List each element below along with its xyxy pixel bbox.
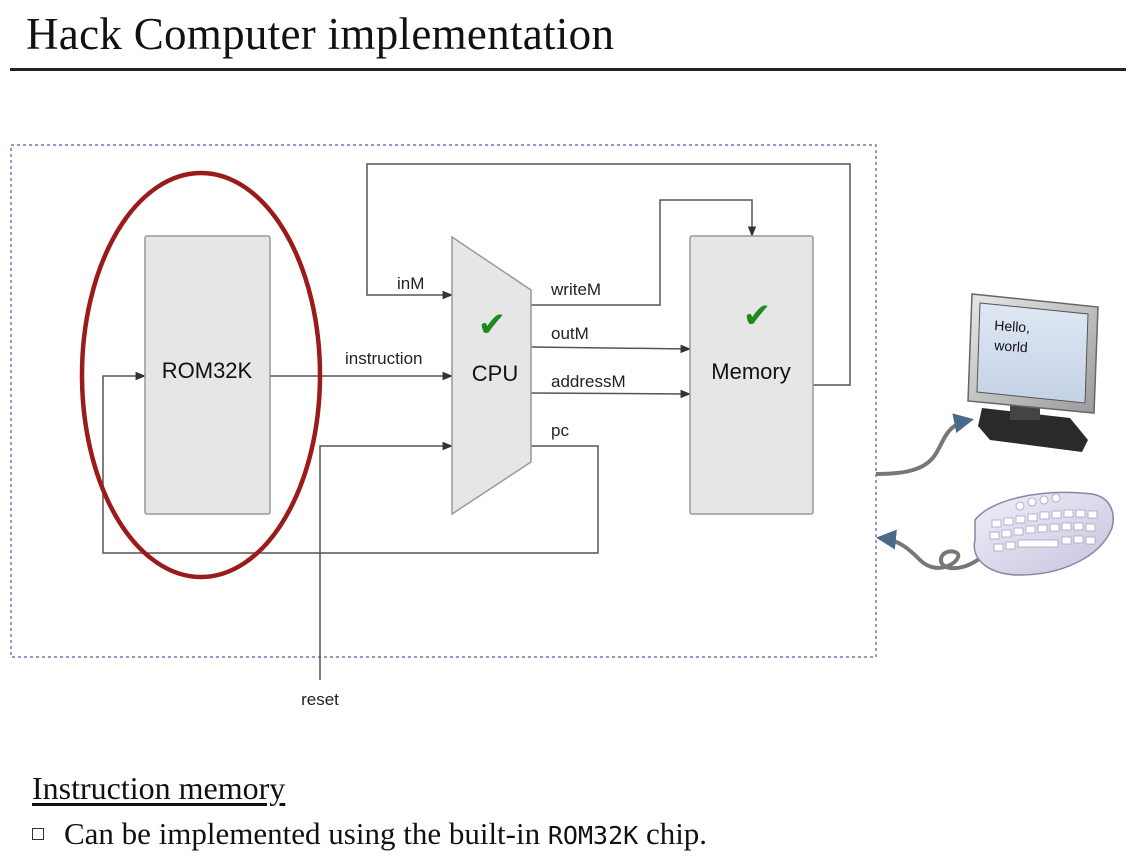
addressM-label: addressM (551, 372, 626, 391)
outM-wire (530, 344, 692, 354)
cpu-label: CPU (472, 361, 518, 386)
reset-wire (319, 441, 454, 680)
inM-wire (366, 163, 851, 386)
computer-architecture-diagram: ROM32K CPU ✔ Memory ✔ instruction inM wr… (10, 144, 1114, 709)
rom-chip (144, 235, 271, 515)
inM-label: inM (397, 274, 424, 293)
square-bullet-icon (32, 827, 44, 840)
screen-text-hello: Hello, (994, 317, 1031, 335)
cpu-check-icon: ✔ (478, 305, 507, 345)
keyboard-icon (973, 491, 1114, 576)
monitor-icon: Hello, world (967, 293, 1099, 452)
pc-wire (102, 371, 599, 554)
wires (102, 163, 851, 680)
writeM-wire (531, 199, 757, 306)
reset-label: reset (301, 690, 339, 709)
slide-title: Hack Computer implementation (26, 9, 615, 59)
instruction-label: instruction (345, 349, 422, 368)
outM-label: outM (551, 324, 589, 343)
section-heading: Instruction memory (32, 770, 286, 806)
rom-label: ROM32K (162, 358, 253, 383)
rom-highlight-ellipse (79, 170, 323, 580)
cpu-chip (451, 235, 532, 516)
bullet-item: Can be implemented using the built-in RO… (32, 816, 707, 852)
screen-cable (875, 413, 974, 476)
memory-chip (689, 235, 814, 515)
computer-frame (10, 144, 877, 658)
bullet-text-before: Can be implemented using the built-in (64, 816, 548, 851)
screen-text-world: world (993, 337, 1029, 355)
memory-check-icon: ✔ (743, 296, 772, 336)
keyboard-cable (876, 529, 1000, 571)
writeM-label: writeM (550, 280, 601, 299)
addressM-wire (530, 389, 692, 399)
memory-label: Memory (711, 359, 790, 384)
bullet-code-rom32k: ROM32K (547, 821, 639, 850)
bullet-text-after: chip. (638, 816, 708, 851)
pc-label: pc (551, 421, 569, 440)
title-divider (10, 68, 1126, 71)
